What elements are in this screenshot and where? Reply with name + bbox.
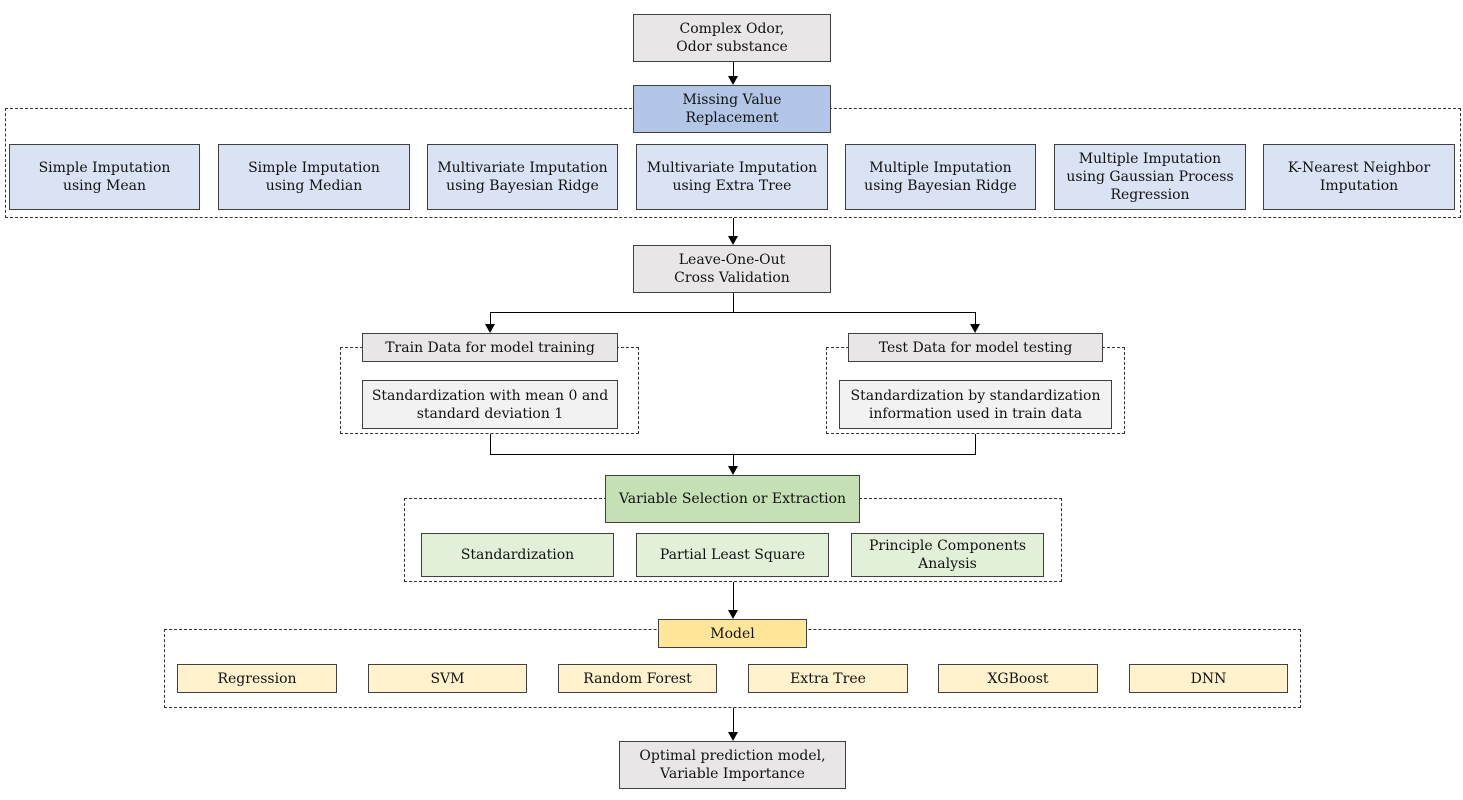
connector-source-to-missing: [733, 62, 734, 76]
model-method: Regression: [177, 664, 337, 693]
output-box: Optimal prediction model, Variable Impor…: [619, 741, 846, 789]
connector-train-down: [490, 434, 491, 454]
variable-method: Standardization: [421, 533, 614, 577]
imputation-method: Simple Imputation using Mean: [9, 144, 200, 210]
test-data-title: Test Data for model testing: [848, 333, 1103, 362]
imputation-method: Multiple Imputation using Bayesian Ridge: [845, 144, 1036, 210]
arrowhead-model: [728, 610, 738, 619]
source-box: Complex Odor, Odor substance: [633, 14, 831, 62]
connector-to-train: [490, 312, 491, 324]
variable-method: Partial Least Square: [636, 533, 829, 577]
model-title: Model: [658, 619, 807, 648]
imputation-method: Multivariate Imputation using Extra Tree: [636, 144, 828, 210]
arrowhead-variable: [728, 466, 738, 475]
connector-cv-down: [733, 293, 734, 313]
imputation-method: Multivariate Imputation using Bayesian R…: [427, 144, 618, 210]
imputation-method: K-Nearest Neighbor Imputation: [1263, 144, 1455, 210]
model-method: DNN: [1129, 664, 1288, 693]
connector-variable-to-model: [733, 582, 734, 610]
connector-imputation-to-cv: [733, 218, 734, 236]
arrowhead-test: [970, 324, 980, 333]
variable-method: Principle Components Analysis: [851, 533, 1044, 577]
model-method: Extra Tree: [748, 664, 908, 693]
model-method: Random Forest: [558, 664, 717, 693]
train-data-title: Train Data for model training: [362, 333, 618, 362]
arrowhead-cv: [728, 236, 738, 245]
connector-cv-split: [490, 312, 976, 313]
arrowhead-missing: [728, 76, 738, 85]
connector-model-to-output: [733, 708, 734, 732]
train-standardization: Standardization with mean 0 and standard…: [362, 380, 618, 429]
missing-value-title: Missing Value Replacement: [633, 85, 831, 133]
test-standardization: Standardization by standardization infor…: [839, 380, 1112, 429]
connector-test-down: [975, 434, 976, 454]
connector-merge-down: [733, 454, 734, 466]
imputation-method: Simple Imputation using Median: [218, 144, 410, 210]
model-method: XGBoost: [938, 664, 1098, 693]
variable-selection-title: Variable Selection or Extraction: [605, 475, 860, 523]
arrowhead-output: [728, 732, 738, 741]
arrowhead-train: [485, 324, 495, 333]
connector-to-test: [975, 312, 976, 324]
cross-validation-box: Leave-One-Out Cross Validation: [633, 245, 831, 293]
model-method: SVM: [368, 664, 527, 693]
imputation-method: Multiple Imputation using Gaussian Proce…: [1054, 144, 1246, 210]
